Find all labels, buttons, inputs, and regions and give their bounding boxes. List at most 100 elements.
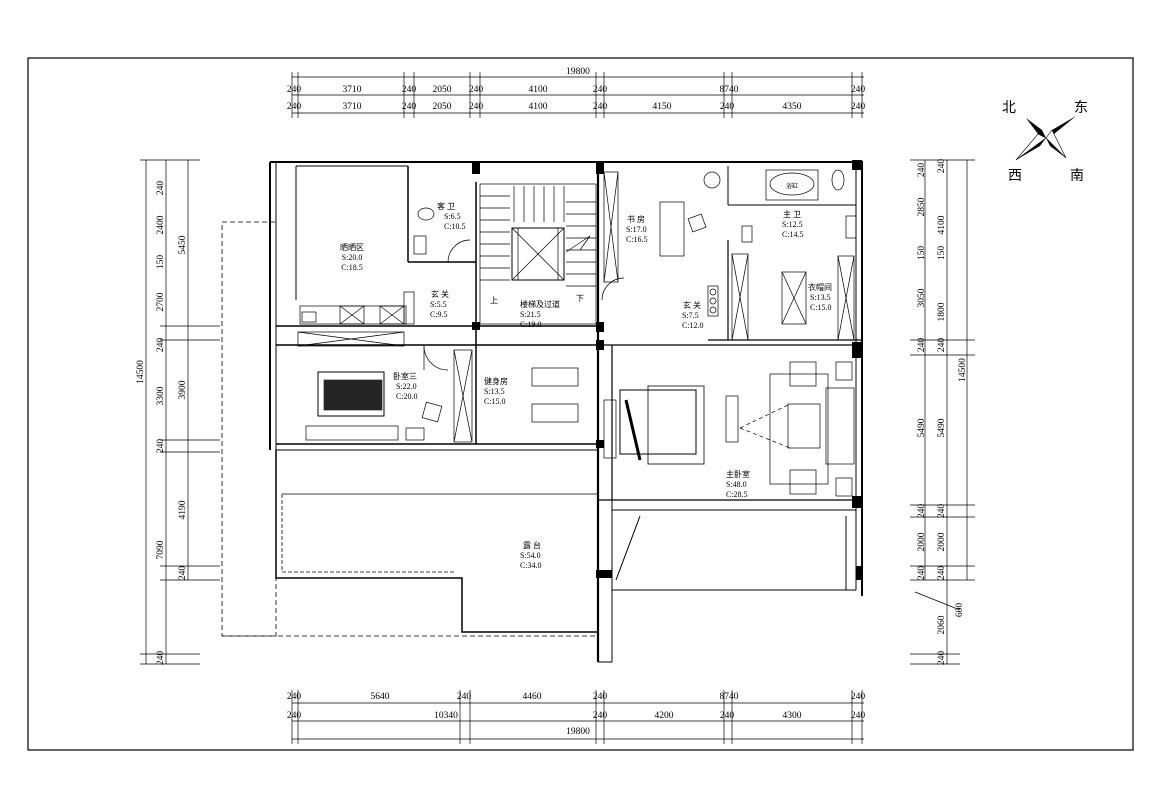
- svg-text:240: 240: [937, 159, 947, 174]
- svg-text:3050: 3050: [917, 288, 927, 307]
- svg-text:240: 240: [593, 102, 608, 112]
- dim-bottom-row2: 240 10340 240 4200 240 4300 240: [287, 711, 866, 721]
- svg-text:240: 240: [156, 439, 166, 454]
- svg-text:4100: 4100: [529, 102, 548, 112]
- svg-text:S:22.0: S:22.0: [396, 382, 417, 391]
- svg-text:4190: 4190: [178, 500, 188, 519]
- svg-text:S:13.5: S:13.5: [484, 387, 505, 396]
- svg-text:240: 240: [937, 566, 947, 581]
- top-dimensions: [291, 72, 864, 118]
- svg-text:C:28.5: C:28.5: [726, 490, 748, 499]
- svg-text:4150: 4150: [653, 102, 672, 112]
- svg-text:5490: 5490: [917, 418, 927, 437]
- room-sun-area: 晒晒区 S:20.0 C:18.5: [340, 243, 364, 272]
- svg-text:240: 240: [156, 651, 166, 666]
- room-foyer-right: 玄 关 S:7.5 C:12.0: [682, 300, 704, 330]
- compass-north: 北: [1002, 100, 1016, 116]
- svg-text:4300: 4300: [783, 711, 802, 721]
- room-master-bath: 主 卫 S:12.5 C:14.5 浴缸: [782, 182, 804, 239]
- svg-text:240: 240: [851, 102, 866, 112]
- room-bedroom-three: 卧室三 S:22.0 C:20.0: [393, 371, 418, 401]
- svg-text:240: 240: [178, 566, 188, 581]
- room-terrace: 露 台 S:54.0 C:34.0: [520, 540, 542, 570]
- svg-text:240: 240: [287, 711, 302, 721]
- svg-text:C:19.0: C:19.0: [520, 320, 542, 329]
- compass-west: 西: [1008, 169, 1022, 184]
- bottom-dimensions: [291, 690, 864, 744]
- svg-text:240: 240: [851, 85, 866, 95]
- dim-top-row1: 240 3710 240 2050 240 4100 240 8740 240: [287, 85, 866, 95]
- svg-text:240: 240: [593, 85, 608, 95]
- svg-text:C:16.5: C:16.5: [626, 235, 648, 244]
- svg-text:240: 240: [917, 163, 927, 178]
- svg-text:240: 240: [851, 711, 866, 721]
- svg-text:C:10.5: C:10.5: [444, 222, 466, 231]
- svg-text:3900: 3900: [178, 380, 188, 399]
- svg-text:240: 240: [287, 102, 302, 112]
- svg-text:C:20.0: C:20.0: [396, 392, 418, 401]
- svg-text:S:20.0: S:20.0: [342, 253, 363, 262]
- svg-text:2000: 2000: [937, 532, 947, 551]
- svg-text:240: 240: [287, 692, 302, 702]
- svg-text:240: 240: [937, 651, 947, 666]
- dim-bottom-row1: 240 5640 240 4460 240 8740 240: [287, 692, 866, 702]
- room-gym: 健身房 S:13.5 C:15.0: [484, 376, 508, 406]
- svg-text:150: 150: [917, 246, 927, 261]
- compass-south: 南: [1070, 168, 1084, 184]
- svg-text:2060: 2060: [937, 615, 947, 634]
- svg-text:4100: 4100: [529, 85, 548, 95]
- left-dimensions: [140, 159, 220, 665]
- svg-text:240: 240: [287, 85, 302, 95]
- svg-text:2400: 2400: [156, 215, 166, 234]
- drawing-frame: [27, 57, 1134, 751]
- dim-right-inner: 240 2850 150 3050 240 5490 240 2000 240 …: [917, 163, 947, 635]
- staircase: [479, 183, 597, 325]
- svg-text:240: 240: [593, 692, 608, 702]
- dim-top-row2: 240 3710 240 2050 240 4100 240 4150 240 …: [287, 102, 866, 112]
- compass-east: 东: [1074, 100, 1088, 116]
- svg-text:C:9.5: C:9.5: [430, 310, 448, 319]
- room-stairs: 楼梯及过道 S:21.5 C:19.0 上 下: [490, 294, 584, 329]
- svg-text:主 卫: 主 卫: [783, 209, 801, 219]
- svg-text:上: 上: [490, 296, 498, 305]
- svg-text:240: 240: [851, 692, 866, 702]
- svg-text:S:13.5: S:13.5: [810, 293, 831, 302]
- svg-text:240: 240: [469, 102, 484, 112]
- svg-text:衣帽间: 衣帽间: [808, 282, 832, 292]
- svg-text:240: 240: [156, 338, 166, 353]
- svg-text:楼梯及过道: 楼梯及过道: [520, 299, 560, 309]
- dim-left-outer: 240 2400 150 2700 240 3300 240 4190 240 …: [156, 181, 188, 666]
- svg-text:8740: 8740: [720, 85, 739, 95]
- svg-text:4100: 4100: [937, 215, 947, 234]
- svg-text:240: 240: [937, 338, 947, 353]
- svg-text:卧室三: 卧室三: [393, 371, 417, 381]
- building-walls: [221, 161, 863, 663]
- svg-text:C:15.0: C:15.0: [810, 303, 832, 312]
- svg-text:3710: 3710: [343, 85, 362, 95]
- svg-text:240: 240: [937, 504, 947, 519]
- dim-left-total: 14500: [136, 360, 146, 384]
- svg-text:下: 下: [576, 294, 584, 303]
- svg-text:5490: 5490: [937, 418, 947, 437]
- svg-text:晒晒区: 晒晒区: [340, 243, 364, 252]
- svg-text:S:21.5: S:21.5: [520, 310, 541, 319]
- room-closet: 衣帽间 S:13.5 C:15.0: [808, 282, 832, 312]
- right-dimensions: [910, 159, 975, 665]
- dim-right-extra: 600: [955, 603, 965, 618]
- svg-text:浴缸: 浴缸: [786, 182, 798, 190]
- svg-text:2000: 2000: [917, 532, 927, 551]
- svg-text:S:48.0: S:48.0: [726, 480, 747, 489]
- svg-text:5450: 5450: [178, 235, 188, 254]
- compass-rose-icon: [1015, 116, 1076, 161]
- svg-text:S:54.0: S:54.0: [520, 551, 541, 560]
- svg-text:C:12.0: C:12.0: [682, 321, 704, 330]
- room-master-bedroom: 主卧室 S:48.0 C:28.5: [726, 469, 750, 499]
- dim-top-total: 19800: [566, 67, 590, 77]
- svg-text:S:7.5: S:7.5: [682, 311, 699, 320]
- dim-right-outer: 240 4100 150 1800 240 5490 240 2000 240 …: [937, 159, 947, 666]
- svg-text:240: 240: [593, 711, 608, 721]
- svg-text:150: 150: [156, 255, 166, 270]
- svg-text:2700: 2700: [156, 292, 166, 311]
- furniture: [301, 169, 857, 497]
